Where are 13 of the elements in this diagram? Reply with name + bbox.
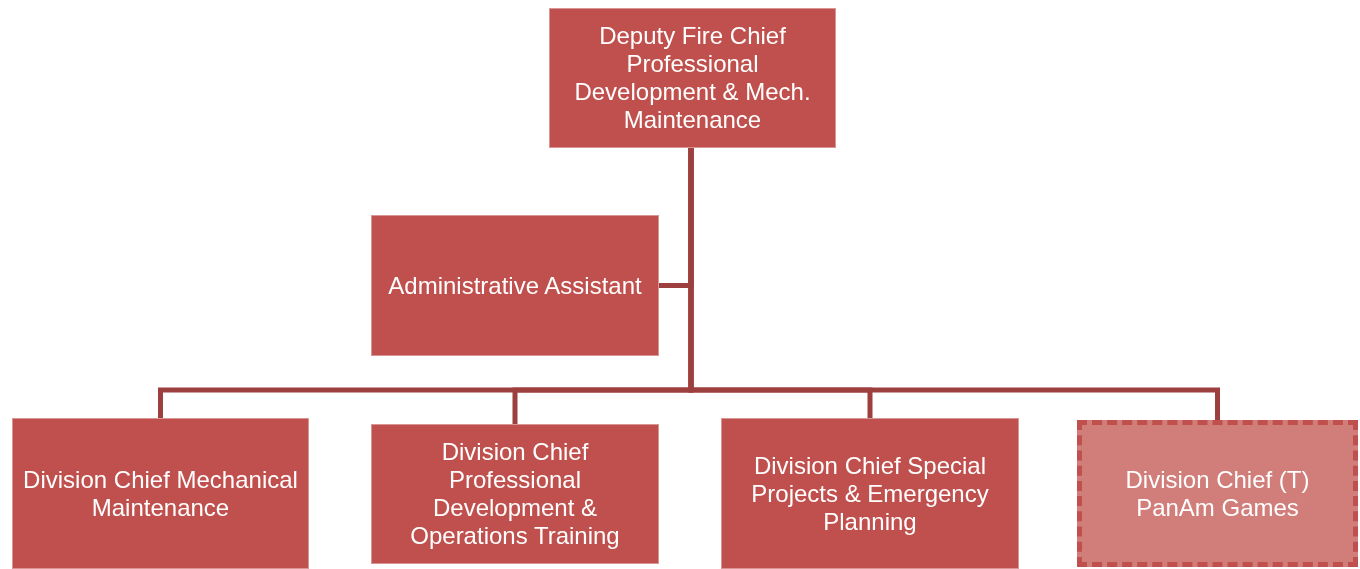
connector-line [688, 148, 1220, 420]
org-box [721, 418, 1019, 569]
org-box [1077, 420, 1358, 567]
org-box [371, 215, 659, 356]
position-title: Division Chief Special Projects & Emergency Planning [750, 451, 990, 536]
position-title: Deputy Fire Chief Professional Development & Mech. Maintenance [573, 22, 812, 134]
org-box [549, 8, 836, 148]
position-title: Administrative Assistant [388, 271, 642, 300]
position-title: Division Chief Professional Development & Operations Training [409, 438, 621, 550]
position-title: Division Chief (T) PanAm Games [1124, 465, 1311, 522]
position-title: Division Chief Mechanical Maintenance [22, 465, 299, 522]
org-box [371, 424, 659, 564]
org-box [12, 418, 309, 569]
